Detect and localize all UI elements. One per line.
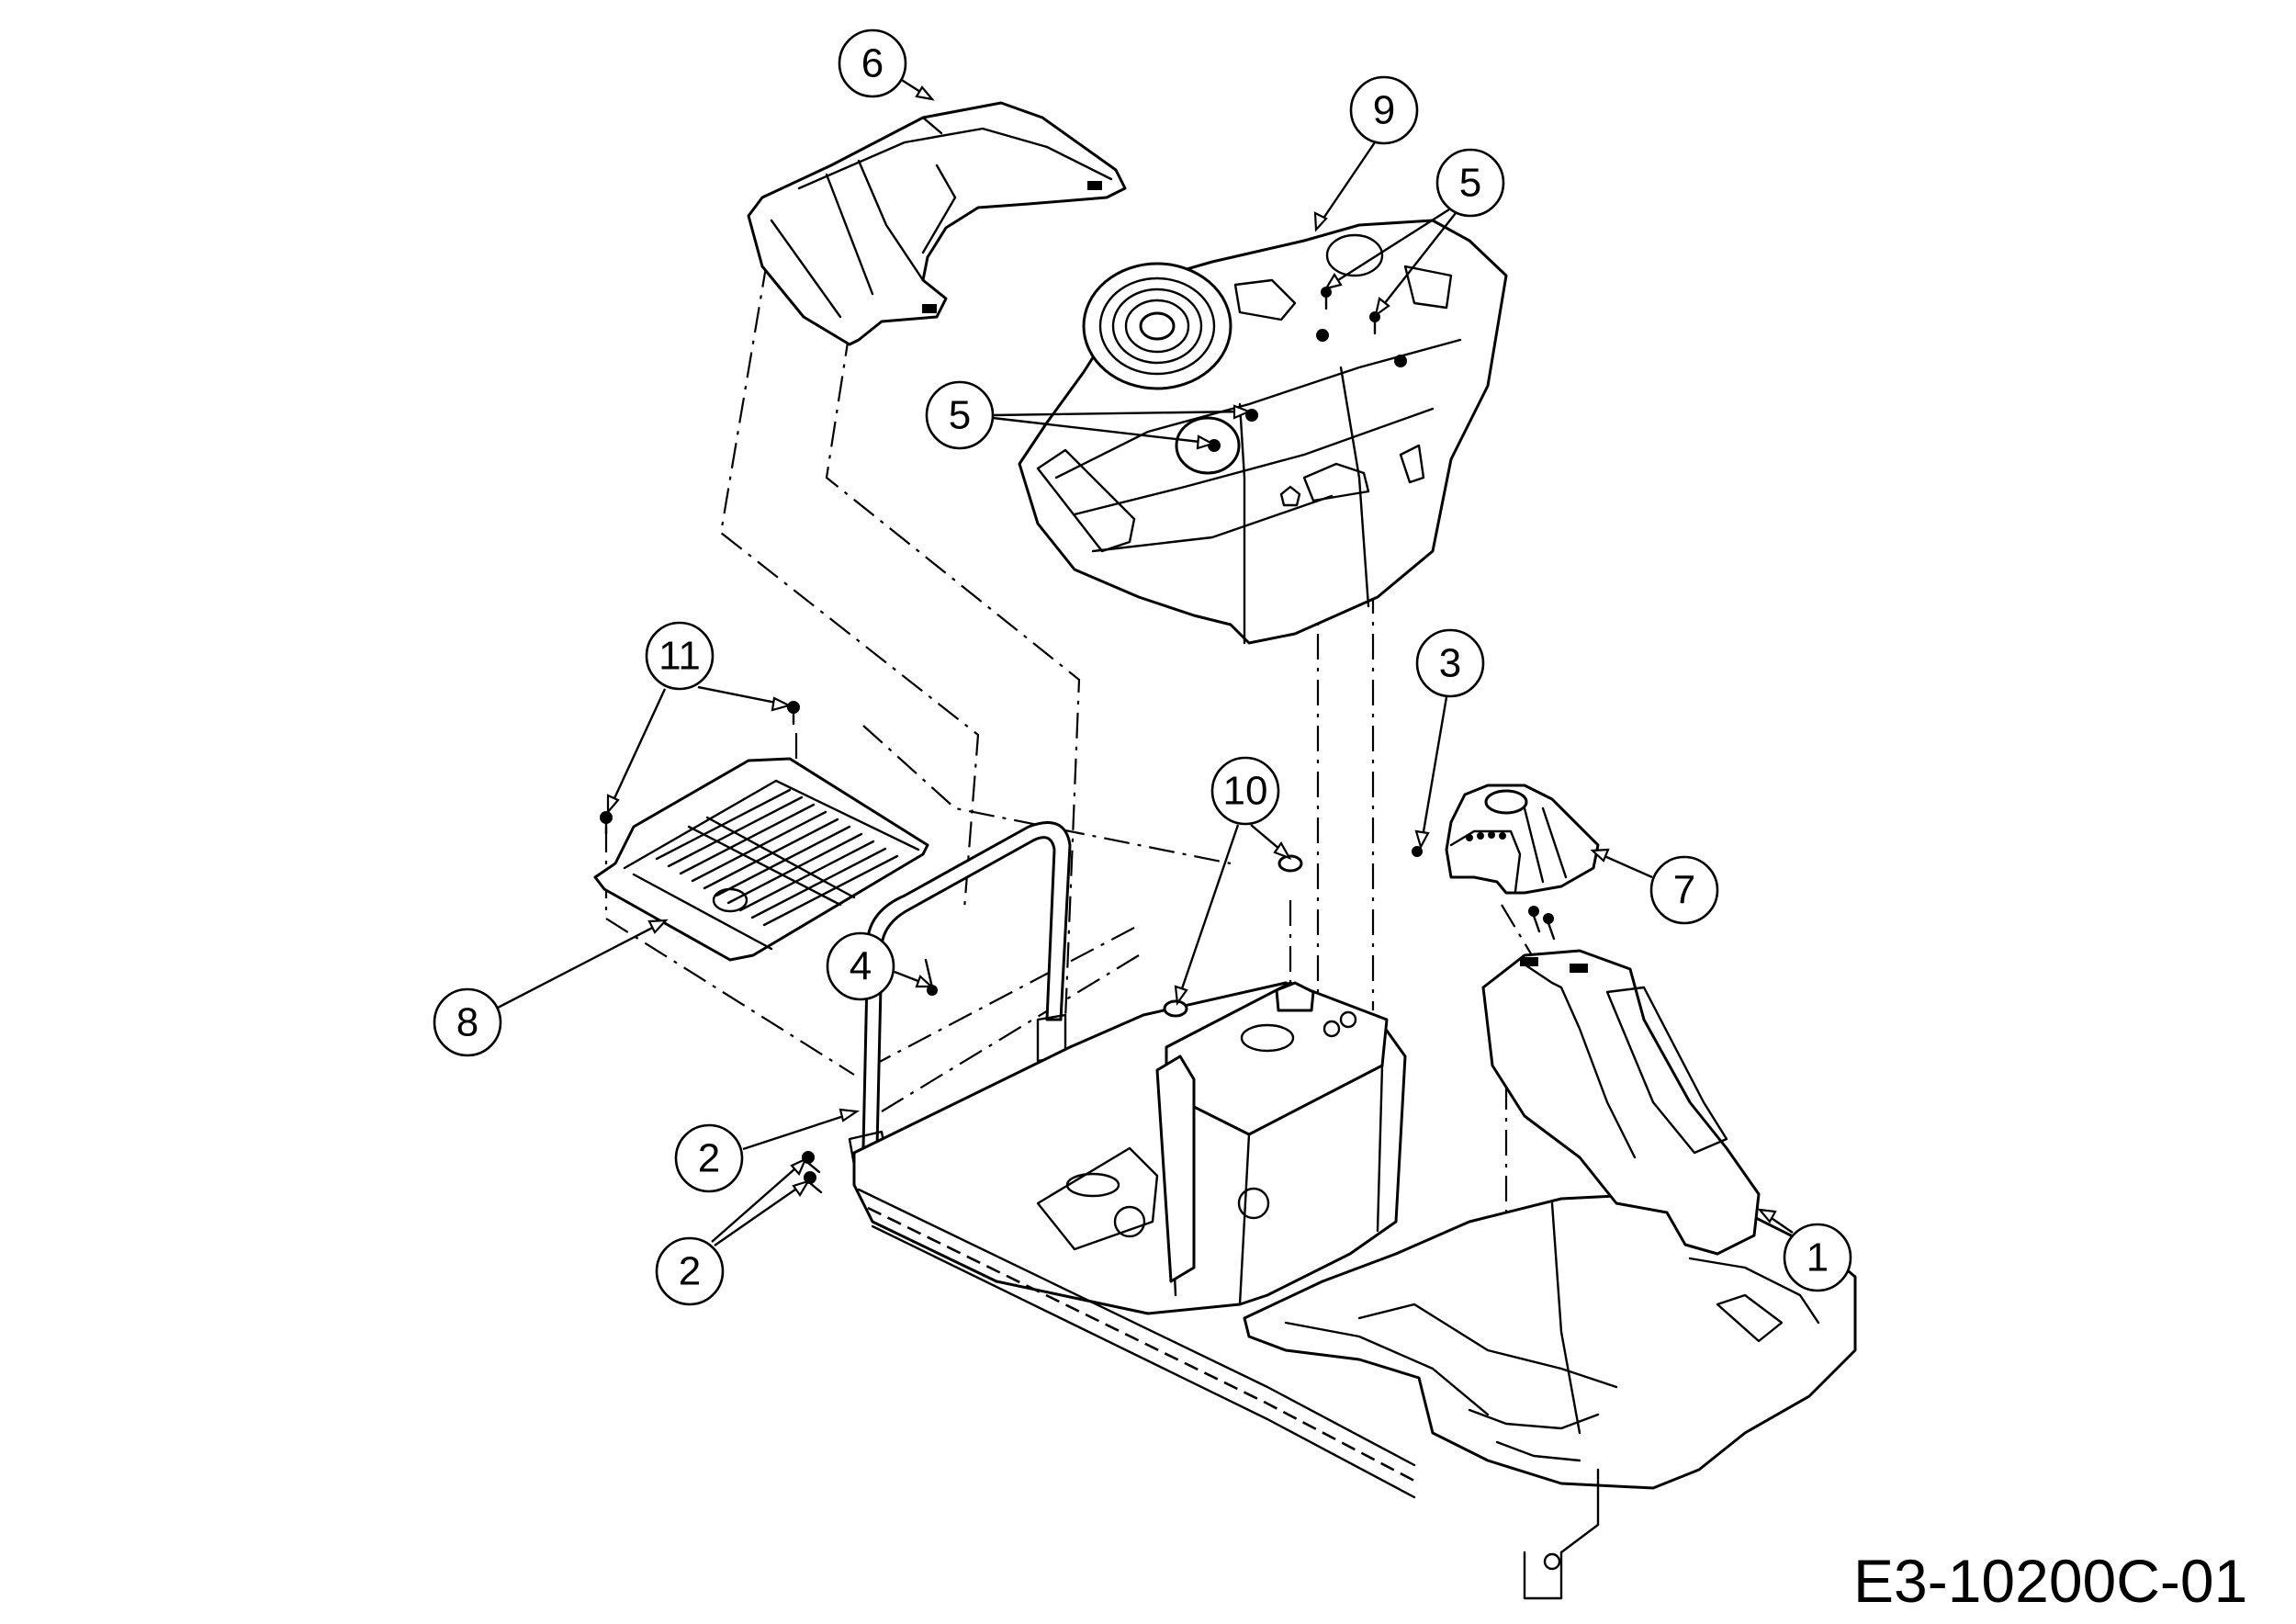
callout-5-left-label: 5 (949, 393, 971, 438)
clips-item-11[interactable] (600, 701, 800, 836)
callout-11[interactable]: 11 (645, 621, 715, 691)
part-foot-platform[interactable] (593, 757, 929, 962)
part-frame-chassis[interactable] (852, 854, 1416, 1499)
bumpers-item-10 (1163, 854, 1303, 1018)
callout-9[interactable]: 9 (1349, 75, 1419, 145)
callout-4-label: 4 (850, 944, 872, 989)
callout-7-label: 7 (1673, 868, 1695, 913)
part-engine-hood[interactable] (1018, 219, 1508, 645)
screws-item-2[interactable] (802, 1151, 823, 1194)
callout-1[interactable]: 1 (1783, 1223, 1852, 1292)
part-rear-cover[interactable] (747, 101, 1127, 346)
callout-1-label: 1 (1806, 1235, 1829, 1280)
diagram-code: E3-10200C-01 (1853, 1547, 2248, 1615)
platform-slats (655, 788, 899, 927)
callout-5-upper-label: 5 (1459, 161, 1481, 206)
callout-2-lower[interactable]: 2 (655, 1236, 725, 1306)
part-front-console[interactable] (1481, 949, 1761, 1256)
callout-7[interactable]: 7 (1649, 855, 1719, 925)
callout-6[interactable]: 6 (838, 28, 907, 98)
callout-5-left[interactable]: 5 (925, 380, 995, 450)
part-footwell[interactable] (1243, 1192, 1857, 1600)
callout-8-label: 8 (456, 1000, 478, 1045)
callout-9-label: 9 (1373, 88, 1395, 133)
callout-2-upper[interactable]: 2 (674, 1123, 744, 1193)
callout-6-label: 6 (861, 41, 884, 86)
callout-8[interactable]: 8 (433, 987, 502, 1057)
callout-4[interactable]: 4 (826, 931, 895, 1001)
part-steering-cover[interactable] (1412, 784, 1600, 941)
leader-lines (497, 75, 1794, 1246)
callout-3[interactable]: 3 (1415, 628, 1485, 698)
callout-3-label: 3 (1439, 641, 1461, 686)
callout-2-upper-label: 2 (698, 1136, 720, 1181)
callout-2-lower-label: 2 (679, 1249, 701, 1294)
callout-5-upper[interactable]: 5 (1435, 148, 1505, 218)
callout-11-label: 11 (658, 634, 701, 679)
callout-10-label: 10 (1223, 769, 1268, 814)
callout-10[interactable]: 10 (1210, 756, 1280, 826)
